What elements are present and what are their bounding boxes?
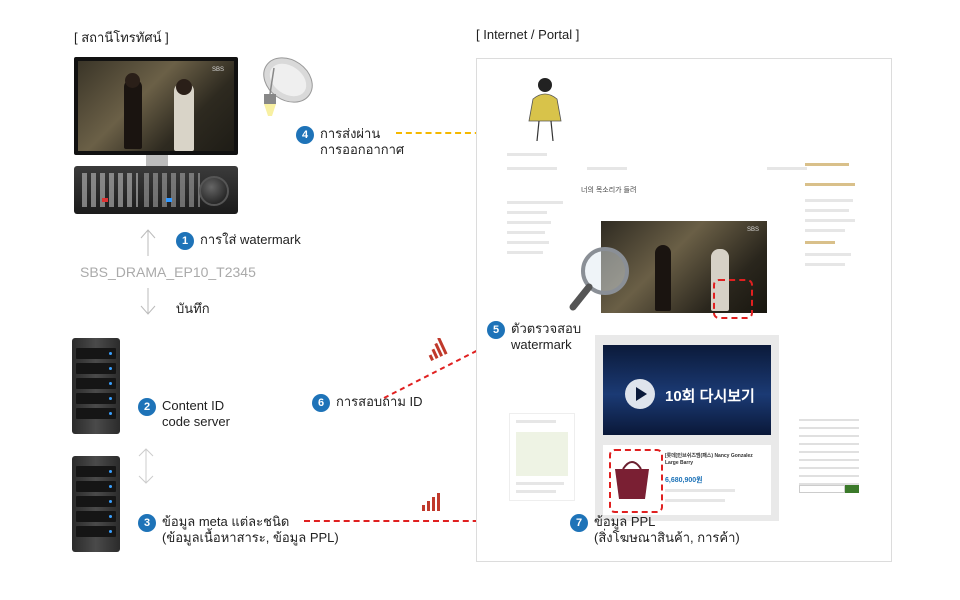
step-5-badge: 5 [487, 321, 505, 339]
search-button[interactable] [845, 485, 859, 493]
double-arrow-icon [138, 448, 154, 484]
step-2: 2 Content ID code server [138, 398, 230, 430]
step-7-badge: 7 [570, 514, 588, 532]
step-4-badge: 4 [296, 126, 314, 144]
step-6: 6 การสอบถาม ID [312, 394, 423, 412]
signal-bars-icon [422, 493, 440, 511]
play-button-icon[interactable] [625, 379, 655, 409]
drama-scene-image: SBS [78, 61, 234, 151]
replay-video-thumbnail: 10회 다시보기 [603, 345, 771, 435]
signal-bars-icon [428, 338, 448, 362]
step-5-line-1: ตัวตรวจสอบ [511, 321, 582, 336]
replay-panel: 10회 다시보기 [롯데]인브쉬즈엠(패스) Nancy Gonzalez La… [595, 335, 779, 521]
broadcast-dashed-line [396, 132, 530, 134]
step-4: 4 การส่งผ่าน การออกอากาศ [296, 126, 404, 158]
blog-character-illustration [528, 78, 562, 142]
blog-post-title: 너의 목소리가 들려 [581, 187, 637, 194]
jog-wheel [199, 176, 229, 206]
tv-monitor: SBS [74, 57, 238, 155]
magnifier-icon [569, 247, 629, 311]
query-dashed-line [383, 341, 495, 399]
calendar-widget [799, 419, 859, 485]
step-7: 7 ข้อมูล PPL (สิ่งโฆษณาสินค้า, การค้า) [570, 514, 740, 546]
step-4-line-2: การออกอากาศ [320, 142, 405, 157]
watermark-highlight-box [713, 279, 753, 319]
record-label: บันทึก [176, 301, 210, 316]
satellite-dish-icon [263, 57, 313, 116]
faint-stats-box [509, 413, 575, 501]
step-2-line-2: code server [162, 414, 230, 429]
step-7-line-2: (สิ่งโฆษณาสินค้า, การค้า) [594, 530, 740, 545]
step-3-line-2: (ข้อมูลเนื้อหาสาระ, ข้อมูล PPL) [162, 530, 339, 545]
meta-data-server [72, 456, 120, 552]
ppl-highlight-box [609, 449, 663, 513]
product-name: [롯데]인브쉬즈엠(패스) Nancy Gonzalez Large Barry [665, 453, 753, 466]
step-6-line-1: การสอบถาม ID [336, 394, 423, 409]
step-5-line-2: watermark [511, 337, 572, 352]
step-1-line-1: การใส่ watermark [200, 232, 301, 247]
tv-stand [146, 155, 168, 167]
step-1: 1 การใส่ watermark [176, 232, 301, 250]
blog-video-frame: SBS [601, 221, 767, 313]
replay-video-title: 10회 다시보기 [665, 388, 755, 405]
handbag-icon [615, 461, 649, 499]
tv-channel-logo: SBS [212, 67, 225, 73]
step-2-badge: 2 [138, 398, 156, 416]
vertical-arrow-icon [140, 229, 156, 315]
step-3: 3 ข้อมูล meta แต่ละชนิด (ข้อมูลเนื้อหาสา… [138, 514, 339, 546]
step-5: 5 ตัวตรวจสอบ watermark [487, 321, 581, 353]
content-code-label: SBS_DRAMA_EP10_T2345 [80, 264, 256, 280]
video-channel-logo: SBS [747, 227, 760, 233]
station-section-title: [ สถานีโทรทัศน์ ] [74, 30, 169, 45]
step-6-badge: 6 [312, 394, 330, 412]
ppl-dashed-line [304, 520, 568, 522]
step-3-badge: 3 [138, 514, 156, 532]
step-3-line-1: ข้อมูล meta แต่ละชนิด [162, 514, 290, 529]
broadcast-console [74, 166, 238, 214]
product-price: 6,680,900원 [665, 477, 703, 484]
step-4-line-1: การส่งผ่าน [320, 126, 381, 141]
step-7-line-1: ข้อมูล PPL [594, 514, 656, 529]
step-2-line-1: Content ID [162, 398, 225, 413]
content-id-server [72, 338, 120, 434]
portal-page-mockup: 너의 목소리가 들려 SBS 5 ตัวตรวจสอบ watermark [476, 58, 892, 562]
step-1-badge: 1 [176, 232, 194, 250]
product-card: [롯데]인브쉬즈엠(패스) Nancy Gonzalez Large Barry… [603, 445, 771, 515]
search-field[interactable] [799, 485, 845, 493]
internet-section-title: [ Internet / Portal ] [476, 27, 580, 42]
